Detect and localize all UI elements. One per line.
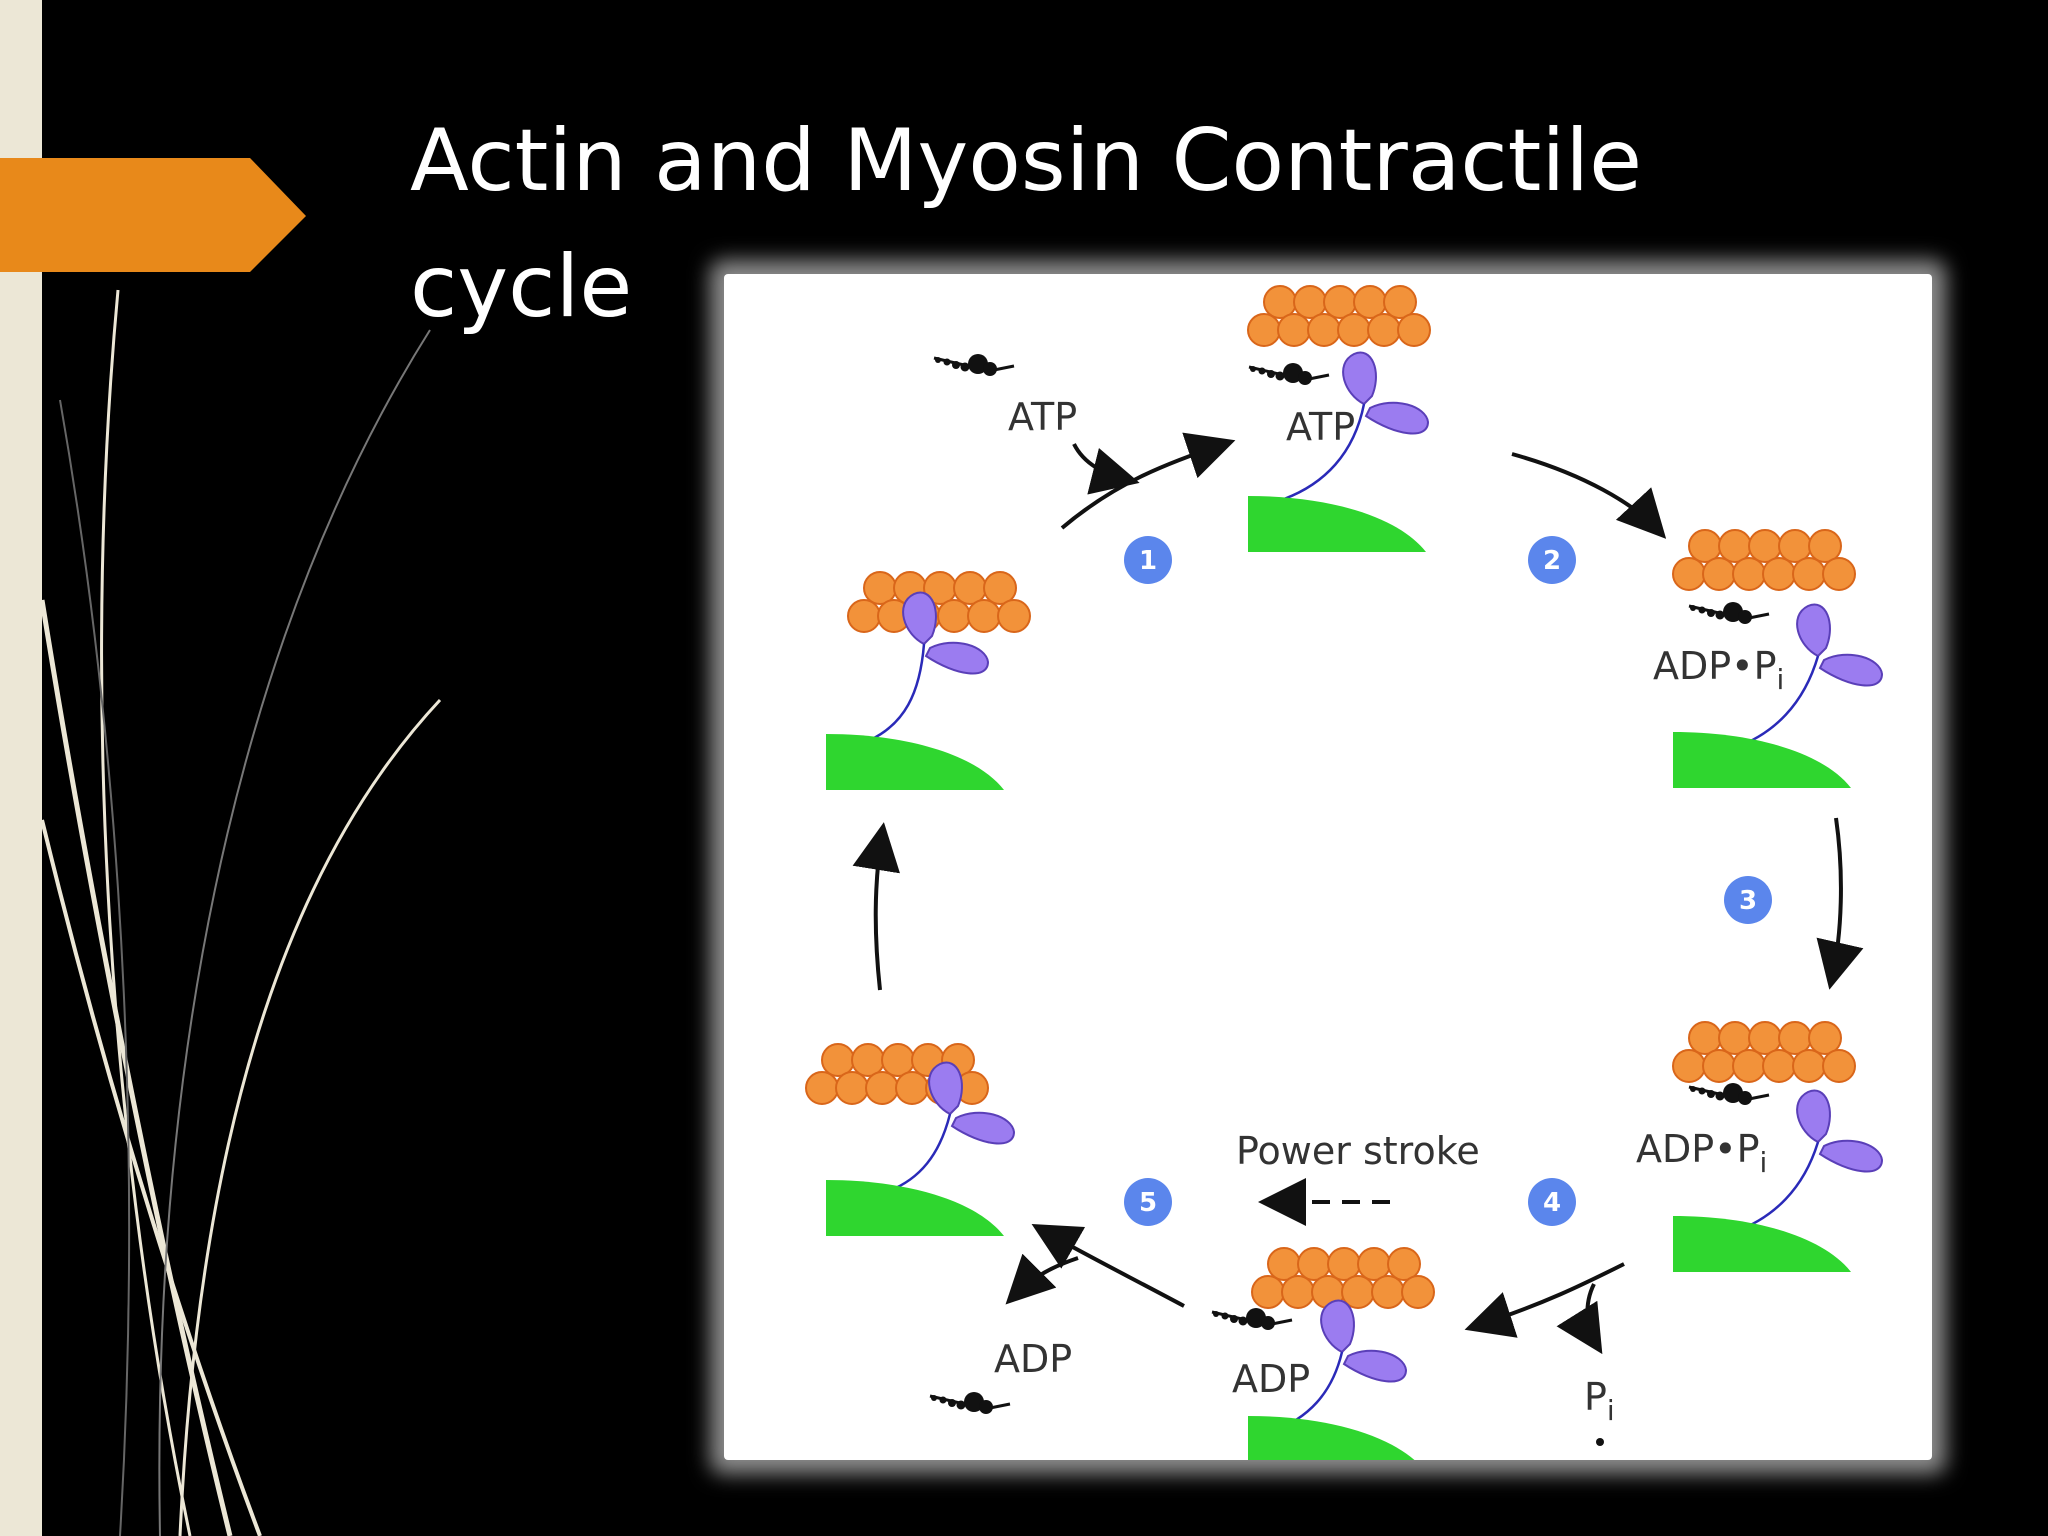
label-power-stroke: Power stroke	[1236, 1129, 1480, 1173]
step-1-badge: 1	[1124, 536, 1172, 584]
adp-pi-molecule-icon	[1687, 600, 1771, 626]
actin-filament	[1251, 1247, 1435, 1309]
orange-accent-arrow	[0, 158, 306, 272]
actin-filament	[805, 1043, 989, 1105]
myosin-neck	[1283, 403, 1366, 501]
decorative-swooshes	[39, 289, 442, 1536]
actin-filament	[1672, 529, 1856, 591]
label-adp-free: ADP	[994, 1337, 1072, 1381]
atp-molecule-icon	[1247, 361, 1331, 387]
thick-filament	[1673, 732, 1851, 788]
thick-filament	[1673, 1216, 1851, 1272]
actin-filament	[1247, 285, 1431, 347]
adp-molecule-icon	[1210, 1306, 1294, 1332]
svg-text:2: 2	[1543, 546, 1561, 576]
adp-molecule-icon	[928, 1390, 1012, 1416]
slide-title: Actin and Myosin Contractile cycle	[410, 98, 1810, 350]
label-atp-free: ATP	[1008, 395, 1077, 439]
myosin-head-icon	[1796, 1089, 1883, 1173]
label-adp-pi-step3: ADP•Pi	[1636, 1127, 1767, 1179]
atp-molecule-icon	[932, 352, 1016, 378]
actin-filament	[847, 571, 1031, 633]
label-adp-bound: ADP	[1232, 1357, 1310, 1401]
svg-text:1: 1	[1139, 546, 1157, 576]
myosin-neck	[869, 643, 926, 742]
myosin-neck	[885, 1113, 952, 1194]
thick-filament	[826, 1180, 1004, 1236]
label-adp-pi-step2: ADP•Pi	[1653, 644, 1784, 696]
cycle-arrows	[852, 432, 1864, 1355]
svg-text:4: 4	[1543, 1188, 1561, 1218]
step-4-badge: 4	[1528, 1178, 1576, 1226]
actin-filament	[1672, 1021, 1856, 1083]
adp-pi-molecule-icon	[1687, 1081, 1771, 1107]
myosin-head-icon	[1796, 603, 1883, 687]
title-line-2: cycle	[410, 237, 633, 337]
step-5-badge: 5	[1124, 1178, 1172, 1226]
svg-text:3: 3	[1739, 886, 1757, 916]
label-atp-bound: ATP	[1286, 405, 1355, 449]
myosin-head-icon	[1320, 1299, 1407, 1383]
svg-text:5: 5	[1139, 1188, 1157, 1218]
phosphate-dot	[1596, 1438, 1604, 1446]
thick-filament	[1248, 1416, 1426, 1460]
step-2-badge: 2	[1528, 536, 1576, 584]
myosin-head-icon	[1342, 351, 1429, 435]
thick-filament	[1248, 496, 1426, 552]
label-pi-release: Pi	[1584, 1375, 1615, 1427]
thick-filament	[826, 734, 1004, 790]
title-line-1: Actin and Myosin Contractile	[410, 111, 1643, 211]
step-3-badge: 3	[1724, 876, 1772, 924]
contractile-cycle-diagram: ATP ADP•Pi ADP•Pi ADP ATP ADP Pi Powe	[724, 274, 1932, 1460]
